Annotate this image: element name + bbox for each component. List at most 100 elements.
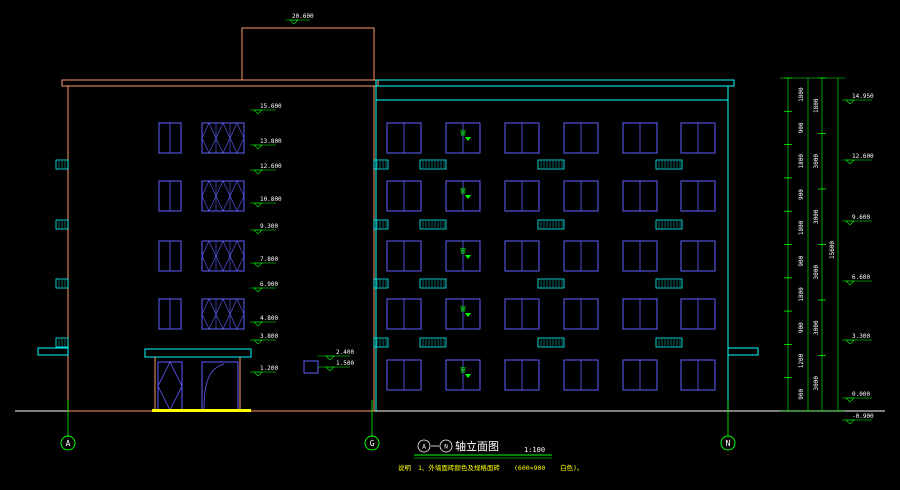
title-scale: 1:100 (524, 446, 545, 454)
title-axis-to: N (444, 444, 448, 451)
balcony-rail (373, 159, 389, 170)
roof-top-elevation-label: 20.600 (292, 13, 314, 20)
window (445, 359, 481, 391)
level-mark-label: 3.300 (852, 333, 870, 340)
right-level-mark: 0.000 (842, 391, 872, 403)
dimension-label: 1200 (798, 353, 805, 368)
right-level-mark: -0.900 (842, 413, 874, 425)
window (386, 298, 422, 330)
stair-window (201, 298, 245, 330)
axis-label-n: N (726, 439, 731, 448)
level-mark-label: 6.600 (852, 274, 870, 281)
stair-window (201, 180, 245, 212)
balconies-layer (55, 159, 683, 348)
window (504, 122, 540, 154)
balcony-rail (55, 278, 69, 289)
window (158, 180, 182, 212)
drawing-note: 说明 1、外墙面砖颜色及规格面砖 (600×900 白色)。 (398, 463, 583, 472)
entrance-elevation-1: 2.400 (336, 349, 354, 356)
window (563, 359, 599, 391)
window (563, 180, 599, 212)
dimension-label: 3000 (813, 320, 820, 335)
note-suffix: 白色)。 (560, 463, 583, 472)
right-level-mark: 14.950 (842, 93, 874, 105)
level-mark: 7.800 (250, 256, 278, 268)
small-sign (303, 360, 319, 374)
window (158, 298, 182, 330)
window (622, 122, 658, 154)
stair-window (201, 122, 245, 154)
balcony-rail (373, 219, 389, 230)
window (386, 359, 422, 391)
title-axis-from: A (422, 444, 426, 451)
dimension-total: 15600 (829, 241, 836, 259)
level-mark: 12.600 (250, 163, 282, 175)
dimension-label: 3000 (813, 154, 820, 169)
window-marker-label: 窗 (460, 305, 466, 313)
window-marker: 窗 (460, 129, 471, 141)
level-mark-label: 12.600 (852, 153, 874, 160)
right-block (375, 85, 729, 101)
balcony-rail (655, 337, 683, 348)
window-marker: 窗 (460, 187, 471, 199)
level-mark-label: 1.200 (260, 365, 278, 372)
window (622, 240, 658, 272)
window (622, 359, 658, 391)
right-level-mark: 12.600 (842, 153, 874, 165)
window-marker-label: 窗 (460, 187, 466, 195)
level-mark-label: -0.900 (852, 413, 874, 420)
level-mark: 3.800 (250, 333, 278, 345)
entrance-elevation-2: 1.500 (336, 360, 354, 367)
level-mark-label: 3.800 (260, 333, 278, 340)
level-mark: 13.800 (250, 138, 282, 150)
level-mark: 4.800 (250, 315, 278, 327)
dimension-label: 1800 (798, 220, 805, 235)
axis-label-g: G (370, 439, 375, 448)
dimension-label: 900 (798, 255, 805, 266)
balcony-rail (419, 337, 447, 348)
title-name: 轴立面图 (455, 439, 499, 453)
level-mark: 10.800 (250, 196, 282, 208)
axis-label-a: A (66, 439, 71, 448)
window (680, 298, 716, 330)
axis-marker-a: A (60, 400, 76, 451)
window-marker: 窗 (460, 247, 471, 259)
entrance-canopy (144, 348, 252, 358)
window (386, 180, 422, 212)
balcony-rail (373, 278, 389, 289)
stair-window (201, 240, 245, 272)
note-text: 1、外墙面砖颜色及规格面砖 (418, 463, 500, 472)
level-mark: 6.900 (250, 281, 278, 293)
window-marker: 窗 (460, 305, 471, 317)
dimension-label: 900 (798, 389, 805, 400)
window (504, 240, 540, 272)
balcony-rail (537, 337, 565, 348)
balcony-rail (419, 219, 447, 230)
balcony-rail (655, 278, 683, 289)
dimension-chain: 1800900180090018009001800900120090018003… (780, 77, 845, 412)
level-mark-label: 9.300 (260, 223, 278, 230)
level-mark: 9.300 (250, 223, 278, 235)
level-mark-label: 12.600 (260, 163, 282, 170)
balcony-rail (55, 159, 69, 170)
balcony-rail (55, 337, 69, 348)
left-block-parapet (61, 79, 379, 87)
window (386, 240, 422, 272)
balcony-rail (537, 278, 565, 289)
level-mark-label: 4.800 (260, 315, 278, 322)
drawing-title: A N 轴立面图 1:100 (414, 439, 552, 459)
window (445, 122, 481, 154)
window (158, 240, 182, 272)
dimension-label: 1800 (813, 98, 820, 113)
dimension-label: 3000 (813, 209, 820, 224)
dimension-label: 900 (798, 122, 805, 133)
window (504, 359, 540, 391)
window-marker-label: 窗 (460, 129, 466, 137)
balcony-rail (537, 159, 565, 170)
level-mark: 1.200 (250, 365, 278, 377)
balcony-rail (419, 278, 447, 289)
right-level-mark: 6.600 (842, 274, 872, 286)
window (680, 359, 716, 391)
